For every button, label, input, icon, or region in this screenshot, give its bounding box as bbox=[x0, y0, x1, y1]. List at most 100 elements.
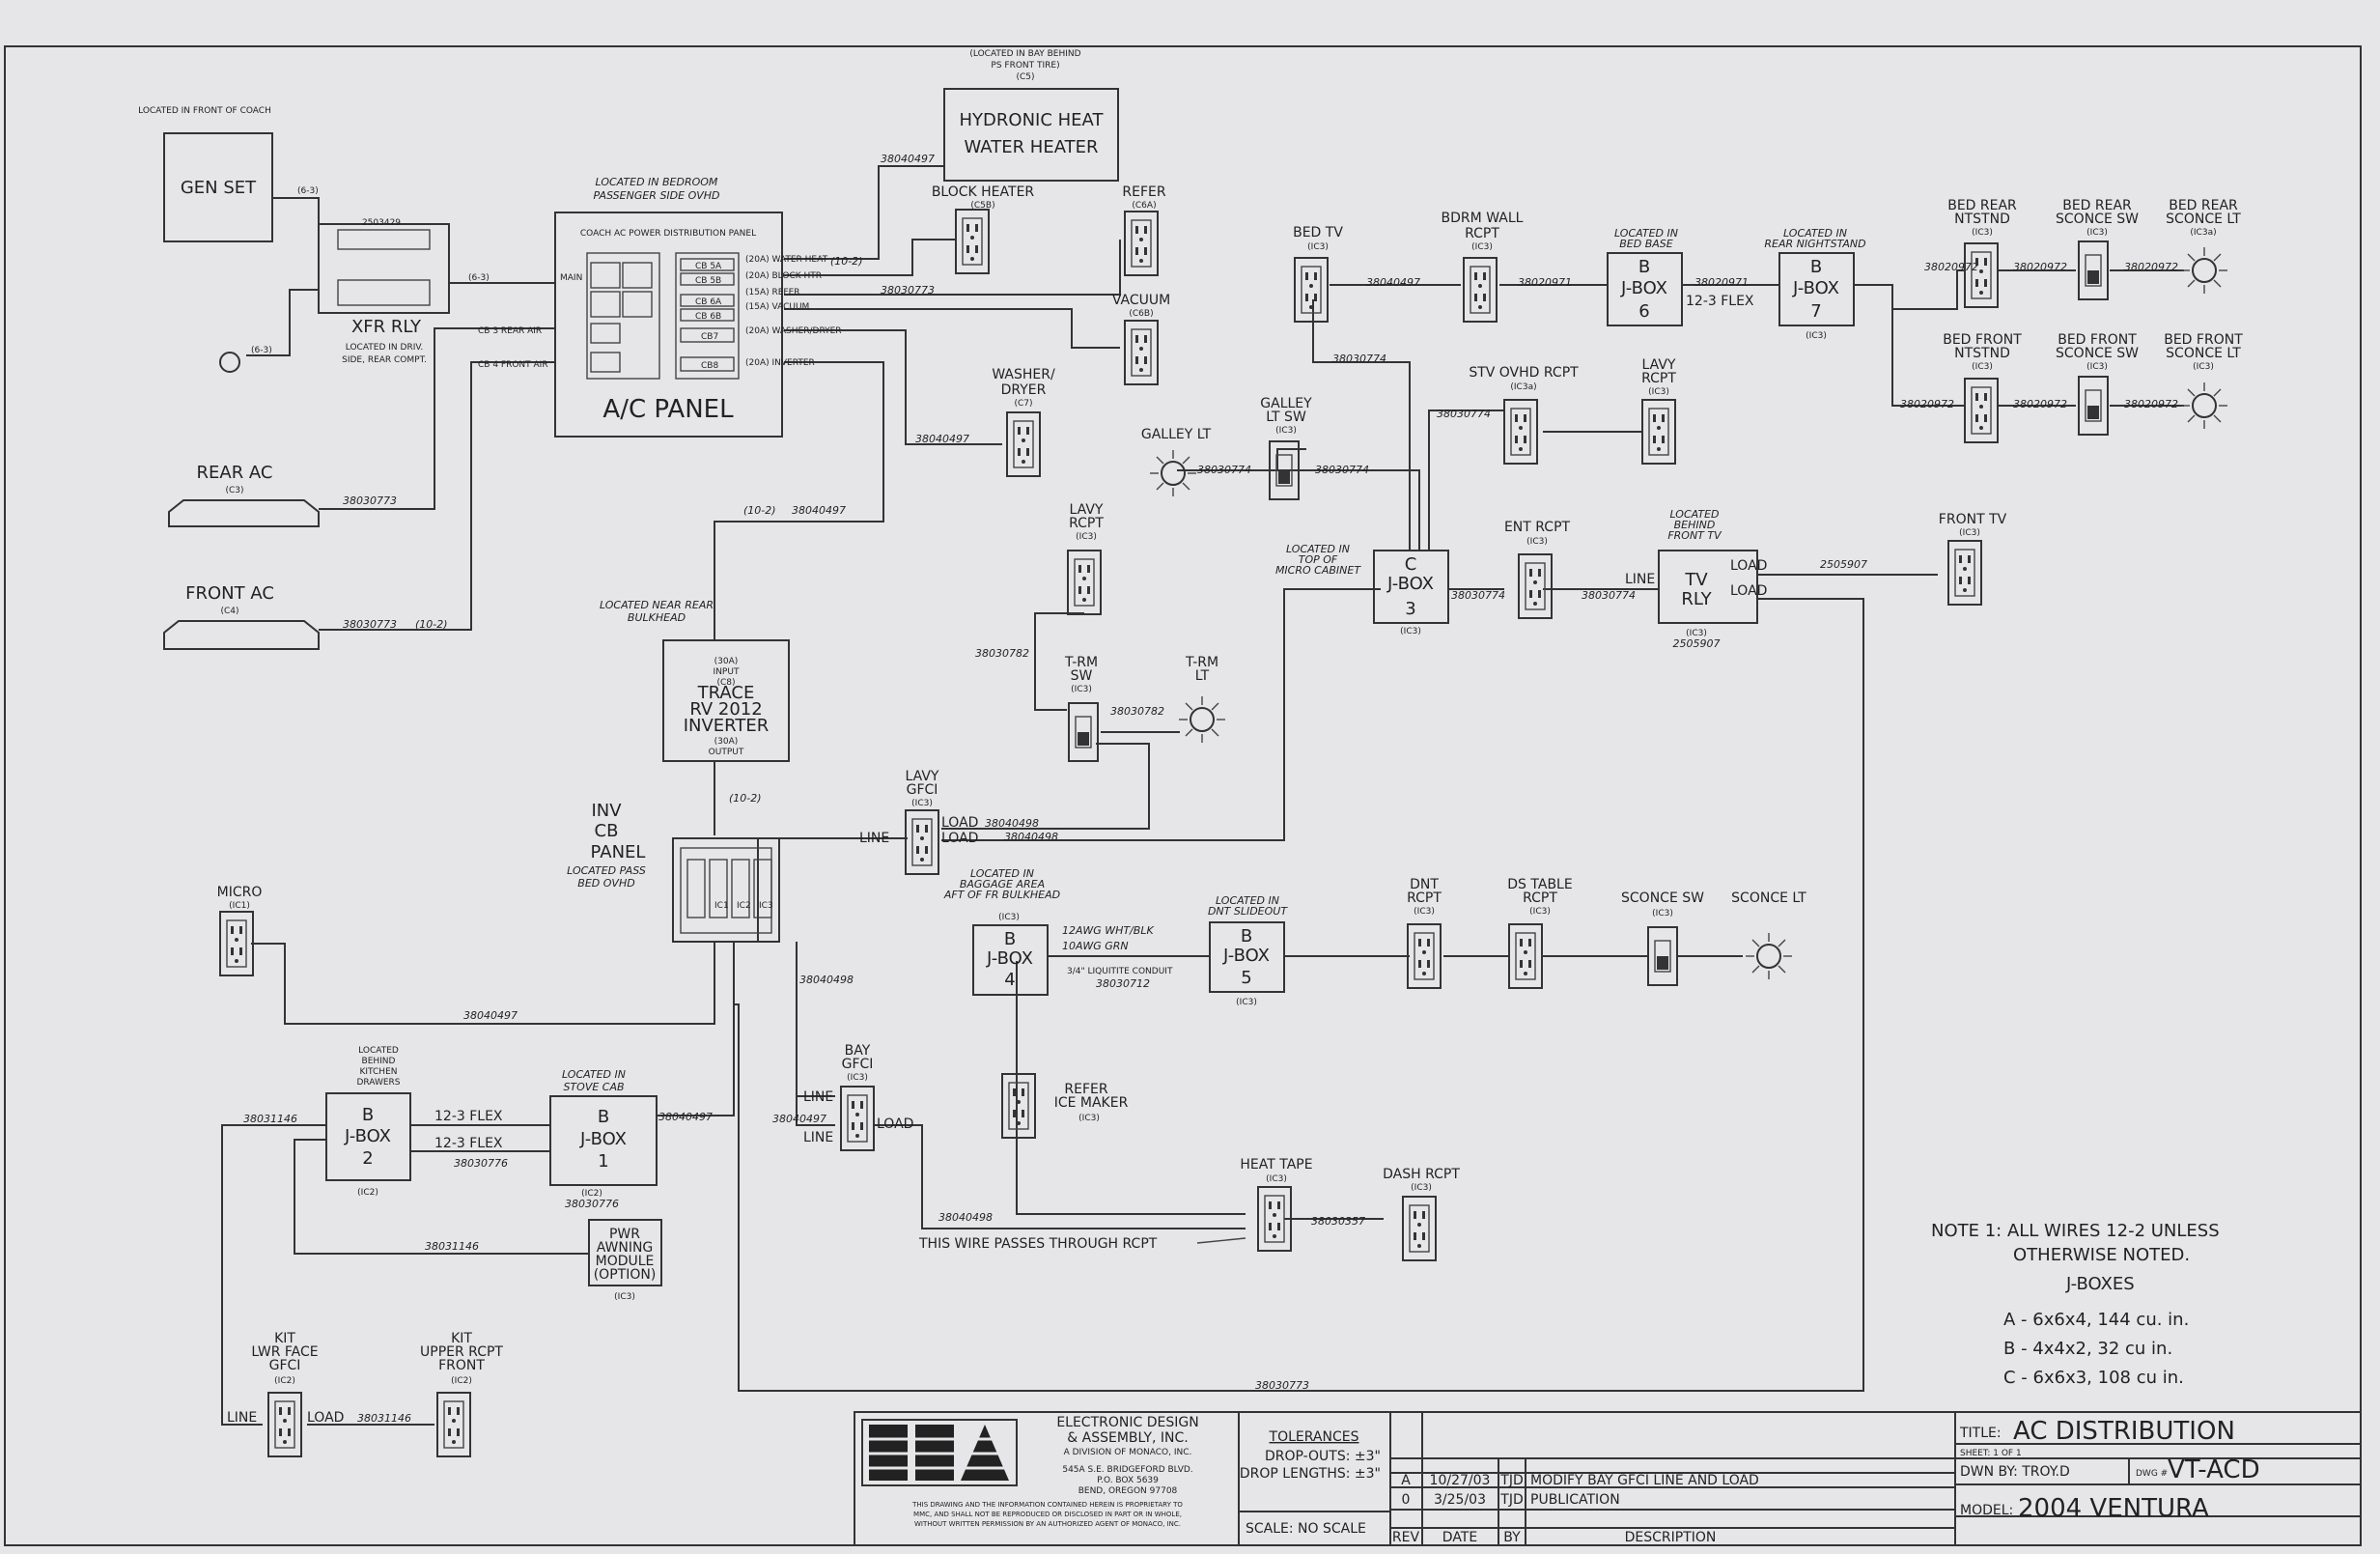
ac-panel-breakers bbox=[590, 258, 735, 373]
ds-table-line-2: RCPT bbox=[1523, 890, 1557, 906]
sconce-lamp-icon bbox=[1745, 932, 1793, 980]
ent-rcpt-code: (IC3) bbox=[1526, 537, 1548, 547]
disclaimer-1: THIS DRAWING AND THE INFORMATION CONTAIN… bbox=[911, 1501, 1183, 1509]
bed-front-code: (IC3) bbox=[1972, 362, 1993, 372]
sconce-lt-label: SCONCE LT bbox=[1731, 890, 1806, 906]
wire-38030712: 38030712 bbox=[1096, 977, 1150, 990]
bed-rear-receptacle-icon bbox=[1964, 242, 1999, 308]
kit-upper-line-1: KIT bbox=[451, 1331, 472, 1346]
jbox3-code: (IC3) bbox=[1400, 627, 1421, 636]
load-block-htr: (20A) BLOCK HTR bbox=[745, 271, 822, 281]
note-jbox-a: A - 6x6x4, 144 cu. in. bbox=[2003, 1310, 2189, 1330]
trm-lt-line-1: T-RM bbox=[1185, 655, 1218, 670]
ac-panel-cb-6a: CB 6A bbox=[695, 297, 722, 307]
tvrly-line: LINE bbox=[1625, 572, 1655, 587]
ac-panel-box bbox=[554, 212, 783, 438]
trm-sw-line-2: SW bbox=[1071, 668, 1093, 684]
bed-rear-sw-line-1: BED REAR bbox=[2062, 198, 2132, 213]
drawing-title: AC DISTRIBUTION bbox=[2013, 1417, 2235, 1446]
tvrly-note-1: LOCATED bbox=[1670, 508, 1720, 521]
washer-label-2: DRYER bbox=[1001, 382, 1047, 398]
jbox4-line-1: B bbox=[1004, 929, 1016, 949]
bed-rear-lt-line-1: BED REAR bbox=[2169, 198, 2238, 213]
ent-rcpt-label: ENT RCPT bbox=[1504, 520, 1571, 535]
jbox1-line-1: B bbox=[598, 1107, 609, 1127]
galley-sw-line-2: LT SW bbox=[1266, 410, 1306, 425]
jbox4-box bbox=[972, 924, 1049, 996]
conduit-line-3: 3/4" LIQUITITE CONDUIT bbox=[1067, 967, 1173, 976]
jbox2-note-2: BEHIND bbox=[362, 1057, 396, 1066]
hydronic-line-1: HYDRONIC HEAT bbox=[960, 110, 1105, 130]
jbox6-line-1: B bbox=[1638, 257, 1650, 277]
bdrm-wall-receptacle-icon bbox=[1463, 257, 1498, 323]
wire-38040497-washer: 38040497 bbox=[915, 433, 969, 445]
wire-38020972-f: 38020972 bbox=[2124, 398, 2178, 410]
xfr-label: XFR RLY bbox=[351, 317, 422, 337]
hydronic-heater-box bbox=[943, 88, 1119, 182]
jbox4-line-2: J-BOX bbox=[986, 948, 1033, 969]
xfr-note-2: SIDE, REAR COMPT. bbox=[342, 355, 427, 365]
rev-a-by: TJD bbox=[1499, 1473, 1523, 1488]
wire-38030773-bottom: 38030773 bbox=[1255, 1379, 1309, 1392]
refer-ice-line-2: ICE MAKER bbox=[1054, 1095, 1129, 1111]
inverter-box bbox=[662, 639, 790, 762]
jbox3-box bbox=[1373, 550, 1449, 624]
dnt-line-2: RCPT bbox=[1407, 890, 1442, 906]
company-addr-2: P.O. BOX 5639 bbox=[1097, 1476, 1159, 1485]
wires bbox=[221, 165, 2184, 1426]
galley-sw-line-1: GALLEY bbox=[1260, 396, 1312, 411]
washer-code: (C7) bbox=[1014, 399, 1032, 409]
bdrm-wall-code: (IC3) bbox=[1471, 242, 1493, 252]
jbox6-note-2: BED BASE bbox=[1619, 238, 1673, 250]
tvrly-wire: 2505907 bbox=[1673, 637, 1721, 650]
bed-rear-line-1: BED REAR bbox=[1947, 198, 2017, 213]
eda-logo bbox=[861, 1419, 1018, 1486]
inverter-out-1: (30A) bbox=[714, 737, 739, 747]
jbox1-code: (IC2) bbox=[581, 1189, 602, 1199]
bed-rear-sw-code: (IC3) bbox=[2086, 228, 2108, 238]
dnt-code: (IC3) bbox=[1414, 907, 1435, 917]
bed-front-lt-line-1: BED FRONT bbox=[2164, 332, 2243, 348]
load-vacuum: (15A) VACUUM bbox=[745, 302, 809, 312]
galley-lt-label: GALLEY LT bbox=[1141, 427, 1212, 442]
rear-ac-label: REAR AC bbox=[197, 463, 273, 483]
inv-cb-panel-box bbox=[672, 837, 780, 943]
trm-sw-code: (IC3) bbox=[1071, 685, 1092, 694]
wire-38030774-bedtv: 38030774 bbox=[1332, 353, 1386, 365]
block-heater-receptacle-icon bbox=[955, 209, 990, 274]
ac-panel-cb4: CB 4 FRONT AIR bbox=[478, 360, 548, 370]
sconce-sw-label: SCONCE SW bbox=[1621, 890, 1704, 906]
rear-ac-code: (C3) bbox=[225, 486, 243, 495]
jbox1-line-2: J-BOX bbox=[579, 1129, 627, 1149]
bdrm-wall-line-2: RCPT bbox=[1465, 226, 1499, 241]
heat-tape-label: HEAT TAPE bbox=[1240, 1157, 1312, 1173]
lavy-rcpt2-line-2: RCPT bbox=[1641, 371, 1676, 386]
sheet-number: SHEET: 1 OF 1 bbox=[1960, 1449, 2022, 1458]
washer-receptacle-icon bbox=[1006, 411, 1041, 477]
jbox1-line-3: 1 bbox=[598, 1151, 608, 1172]
gauge-inverter: (10-2) bbox=[743, 504, 776, 517]
wire-38030774-galley: 38030774 bbox=[1197, 464, 1251, 476]
wire-38030774-ent: 38030774 bbox=[1451, 589, 1505, 602]
ac-panel-note-1: LOCATED IN BEDROOM bbox=[596, 176, 718, 188]
description-header: DESCRIPTION bbox=[1625, 1530, 1717, 1545]
kit-upper-line-2: UPPER RCPT bbox=[420, 1344, 503, 1360]
load-washer-dryer: (20A) WASHER/DRYER bbox=[745, 326, 842, 336]
genset-gauge: (6-3) bbox=[297, 186, 319, 196]
ac-panel-header: COACH AC POWER DISTRIBUTION PANEL bbox=[580, 229, 756, 239]
note-line-2: OTHERWISE NOTED. bbox=[2013, 1245, 2190, 1265]
gauge-front-ac: (10-2) bbox=[415, 618, 448, 631]
trm-lt-line-2: LT bbox=[1195, 668, 1210, 684]
inv-cb-note-2: BED OVHD bbox=[577, 877, 634, 890]
load-water-heat: (20A) WATER HEAT bbox=[745, 255, 828, 265]
model-label: MODEL: bbox=[1960, 1503, 2013, 1518]
gauge-inverter-out: (10-2) bbox=[729, 792, 762, 805]
wire-38031146-awning: 38031146 bbox=[425, 1240, 479, 1253]
bed-tv-code: (IC3) bbox=[1307, 242, 1329, 252]
ac-panel-cb7: CB7 bbox=[701, 332, 718, 342]
inv-cb-line-2: CB bbox=[595, 821, 619, 841]
load-inverter: (20A) INVERTER bbox=[745, 358, 815, 368]
ds-table-code: (IC3) bbox=[1529, 907, 1551, 917]
jbox5-note-1: LOCATED IN bbox=[1216, 894, 1279, 907]
